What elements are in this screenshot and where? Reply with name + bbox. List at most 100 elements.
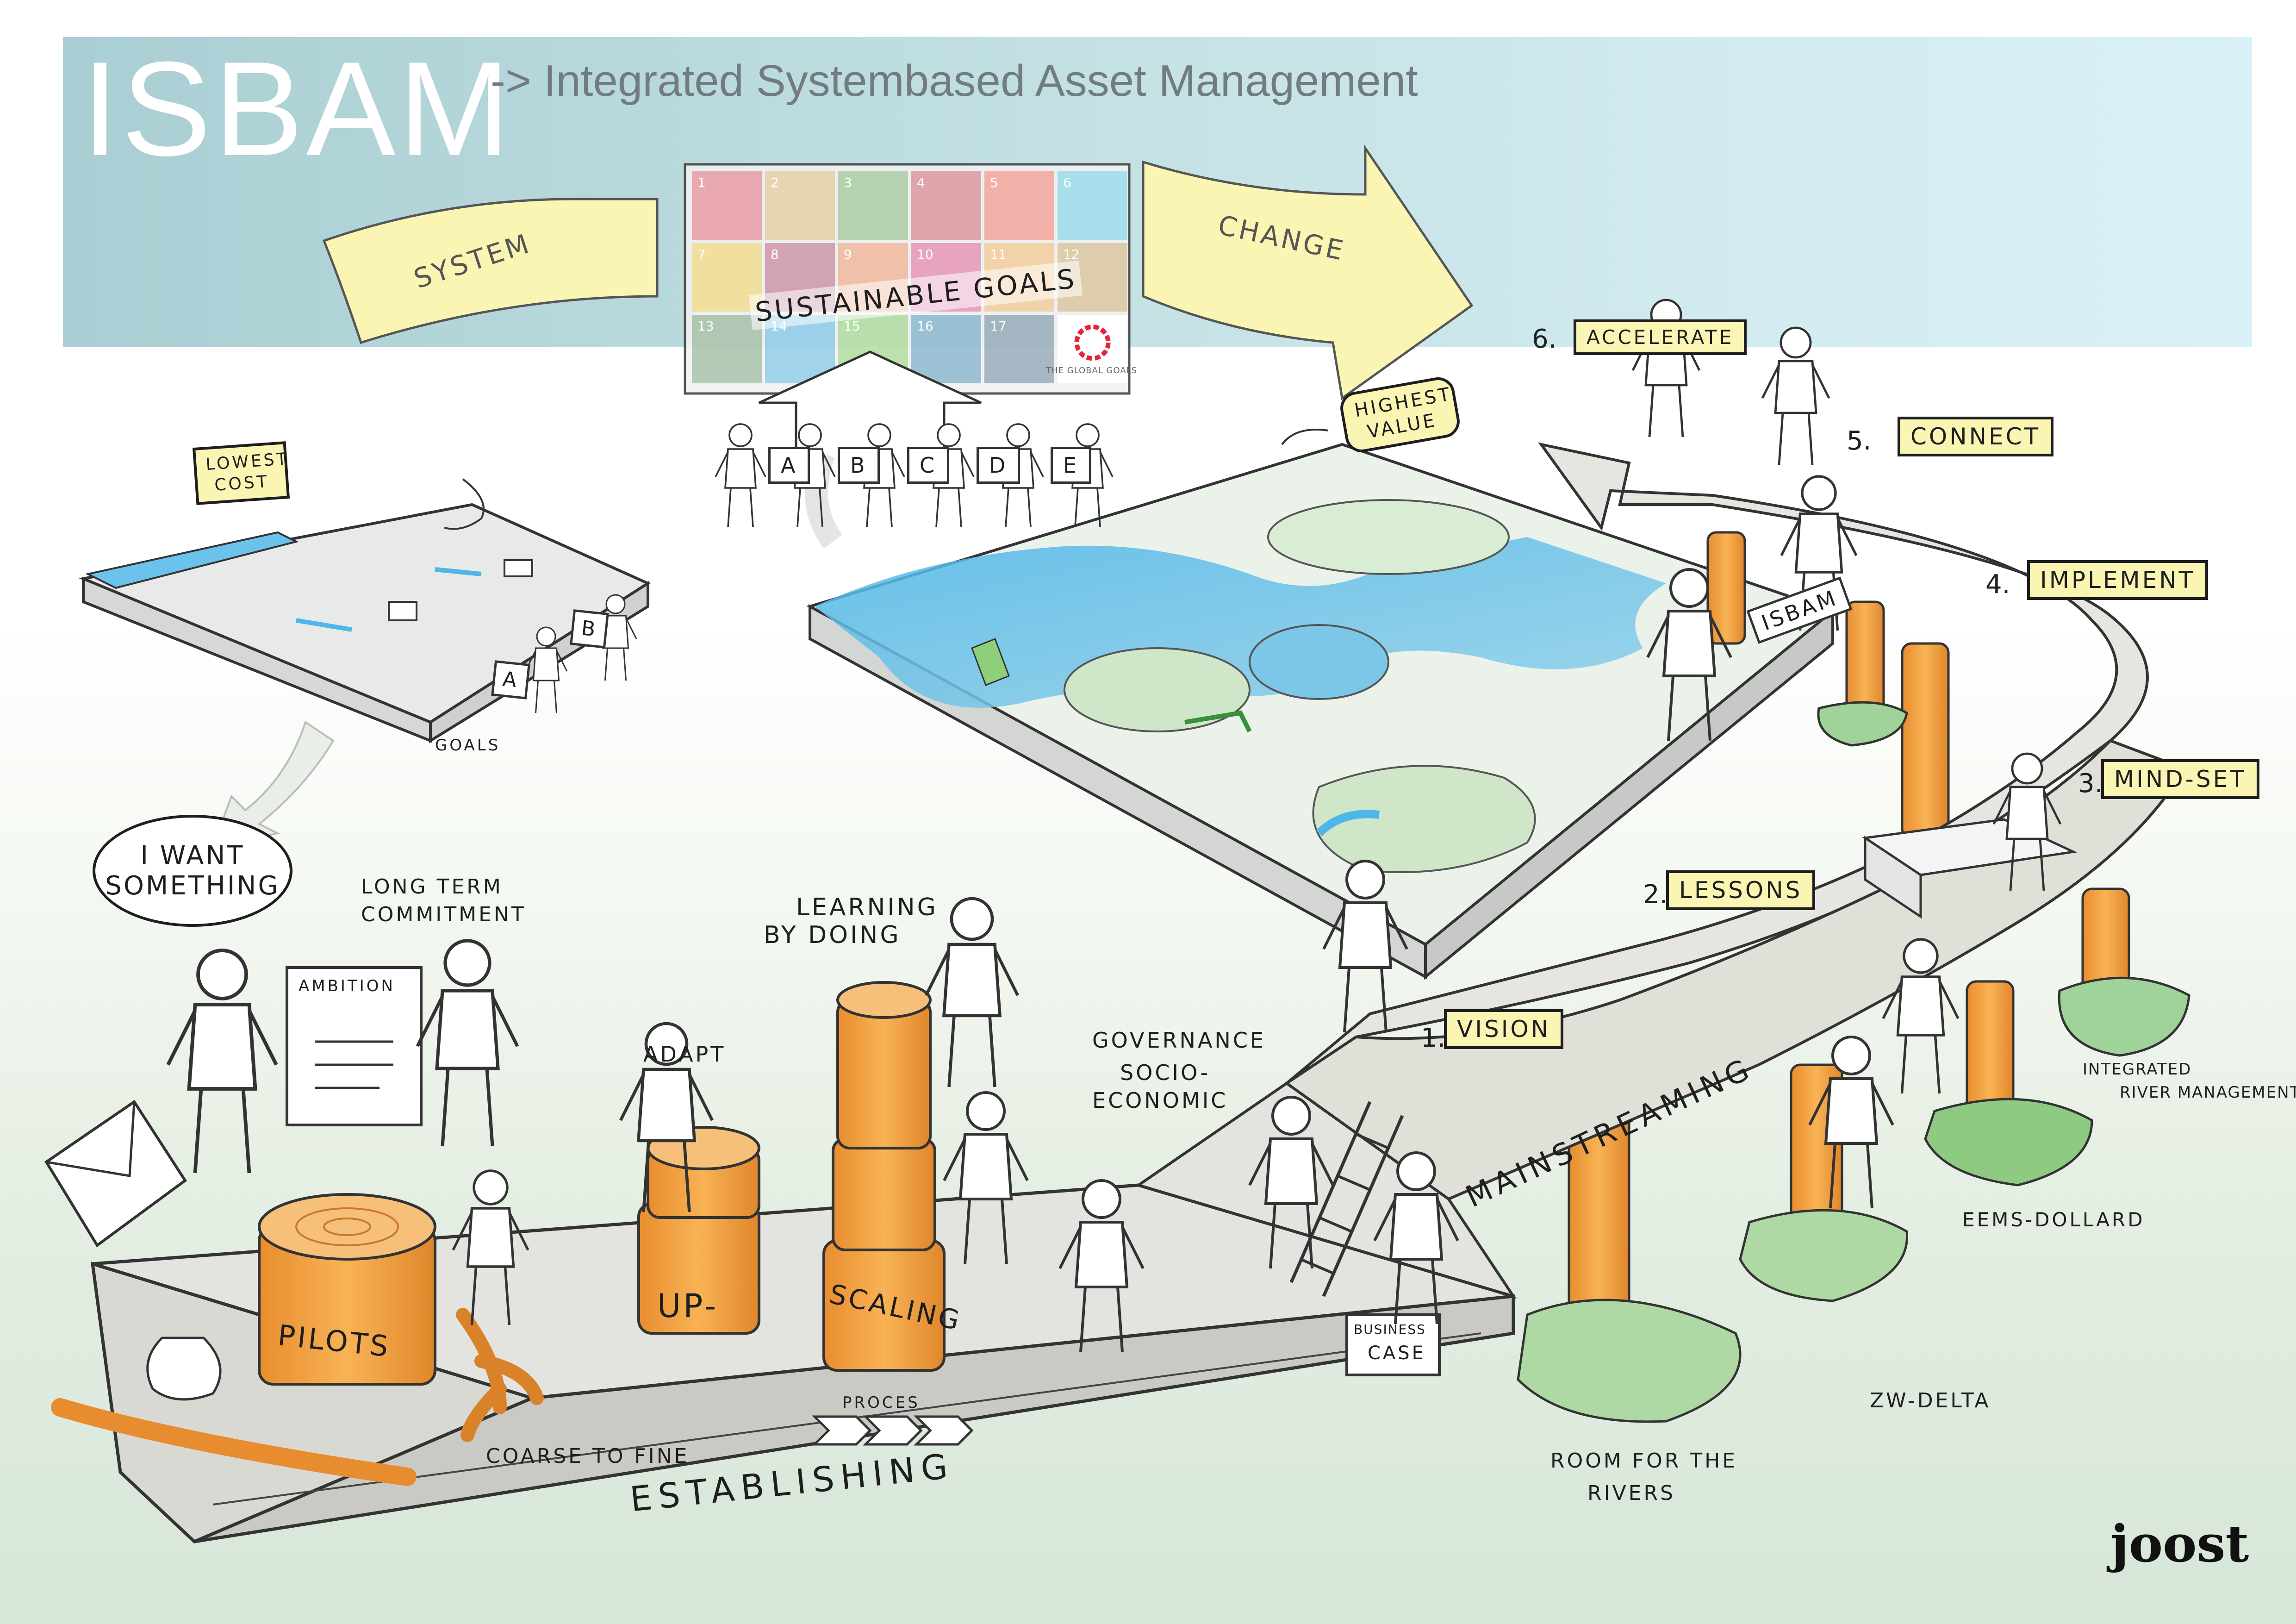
sdg-tile-number: 10 <box>917 247 933 262</box>
option-card: D <box>977 447 1020 484</box>
ambition-board <box>286 966 423 1126</box>
governance-line-3: ECONOMIC <box>1092 1088 1228 1113</box>
speech-bubble: I WANT SOMETHING <box>93 815 292 927</box>
sdg-tile <box>1058 171 1127 240</box>
step-3-tag: MIND-SET <box>2101 759 2259 799</box>
sdg-tile <box>838 171 908 240</box>
sdg-tile-number: 7 <box>697 247 706 262</box>
step-3-number: 3. <box>2078 768 2103 799</box>
artist-signature: joost <box>2110 1514 2249 1574</box>
person-figure <box>1992 752 2062 891</box>
long-term-line-1: LONG TERM <box>361 875 503 899</box>
sdg-tile <box>692 171 762 240</box>
step-5-tag: CONNECT <box>1898 417 2054 456</box>
option-card: C <box>907 447 950 484</box>
sdg-tile-number: 9 <box>844 247 852 262</box>
sdg-tile <box>911 315 981 383</box>
person-figure <box>1882 938 1960 1094</box>
sdg-tile-number: 4 <box>917 175 925 190</box>
sdg-tile <box>1058 315 1127 383</box>
speech-line-1: I WANT <box>140 841 245 871</box>
page-title: ISBAM <box>81 34 513 184</box>
option-card: B <box>838 447 880 484</box>
governance-line-2: SOCIO- <box>1120 1060 1211 1085</box>
money-bag-icon <box>146 1337 222 1401</box>
sdg-poster-footer: THE GLOBAL GOALS <box>1046 366 1138 375</box>
option-card: A <box>768 447 810 484</box>
landscape-model <box>806 443 1836 980</box>
sdg-tile-number: 6 <box>1063 175 1071 190</box>
option-card: E <box>1051 447 1092 484</box>
person-figure <box>1322 860 1408 1033</box>
step-2-number: 2. <box>1643 880 1668 910</box>
ladder <box>1289 1101 1404 1297</box>
system-arrow <box>322 198 659 344</box>
person-figure <box>1373 1151 1459 1324</box>
lowest-cost-tag: LOWEST COST <box>192 441 290 505</box>
sdg-tile <box>692 315 762 383</box>
envelope-icon <box>44 1099 187 1248</box>
sdg-tile-number: 15 <box>844 319 860 334</box>
learning-line-1: LEARNING <box>796 893 938 921</box>
sdg-tile-number: 12 <box>1063 247 1080 262</box>
room-for-rivers-line-1: ROOM FOR THE <box>1550 1449 1738 1473</box>
sdg-tile-number: 2 <box>771 175 779 190</box>
governance-line-1: GOVERNANCE <box>1092 1028 1266 1053</box>
card-b: B <box>570 609 610 649</box>
step-5-number: 5. <box>1847 426 1872 456</box>
person-figure <box>1248 1096 1334 1269</box>
process-chevrons <box>811 1415 974 1446</box>
room-for-rivers-line-2: RIVERS <box>1587 1481 1675 1505</box>
scaling-log <box>822 981 946 1372</box>
person-figure <box>166 949 278 1174</box>
page-subtitle: -> Integrated Systembased Asset Manageme… <box>491 56 1418 106</box>
person-figure <box>594 594 637 681</box>
process-label: PROCES <box>842 1393 920 1412</box>
sdg-tile <box>911 171 981 240</box>
ambition-label: AMBITION <box>299 977 395 995</box>
learning-line-2: BY DOING <box>764 921 901 949</box>
long-term-line-2: COMMITMENT <box>361 903 526 926</box>
global-goals-wheel-icon <box>1074 325 1111 361</box>
sdg-tile-number: 1 <box>697 175 706 190</box>
person-figure <box>619 1022 714 1212</box>
step-4-number: 4. <box>1985 569 2010 600</box>
step-2-tag: LESSONS <box>1666 870 1816 910</box>
step-1-tag: VISION <box>1444 1009 1564 1049</box>
sdg-tile-number: 5 <box>990 175 998 190</box>
lowest-cost-model <box>78 503 651 743</box>
person-figure <box>416 939 519 1147</box>
person-figure <box>925 897 1019 1087</box>
sdg-tile-number: 17 <box>990 319 1007 334</box>
person-figure <box>1780 475 1858 631</box>
integrated-line-1: INTEGRATED <box>2083 1060 2192 1079</box>
person-figure <box>1058 1179 1145 1352</box>
coarse-to-fine-label: COARSE TO FINE <box>486 1444 690 1468</box>
person-figure <box>1761 326 1830 465</box>
step-4-tag: IMPLEMENT <box>2027 560 2209 600</box>
card-a: A <box>491 660 530 700</box>
step-6-number: 6. <box>1532 324 1557 354</box>
zw-delta-label: ZW-DELTA <box>1870 1389 1991 1412</box>
person-figure <box>1808 1036 1894 1209</box>
sdg-tile-number: 8 <box>771 247 779 262</box>
adapt-label: ADAPT <box>643 1042 726 1067</box>
business-case-line-2: CASE <box>1368 1343 1426 1364</box>
speech-line-2: SOMETHING <box>105 871 280 901</box>
sdg-tile <box>984 315 1054 383</box>
business-case-line-1: BUSINESS <box>1354 1322 1426 1337</box>
integrated-line-2: RIVER MANAGEMENT <box>2120 1083 2296 1102</box>
person-figure <box>715 423 766 527</box>
person-figure <box>524 626 568 713</box>
change-arrow <box>1142 144 1474 400</box>
up-label: UP- <box>657 1287 719 1325</box>
sdg-tile-number: 11 <box>990 247 1007 262</box>
pilots-log <box>258 1193 436 1386</box>
step-6-tag: ACCELERATE <box>1574 319 1747 355</box>
sdg-tile-number: 16 <box>917 319 933 334</box>
person-figure <box>943 1091 1029 1264</box>
business-case-box <box>1345 1313 1441 1376</box>
sdg-tile <box>984 171 1054 240</box>
